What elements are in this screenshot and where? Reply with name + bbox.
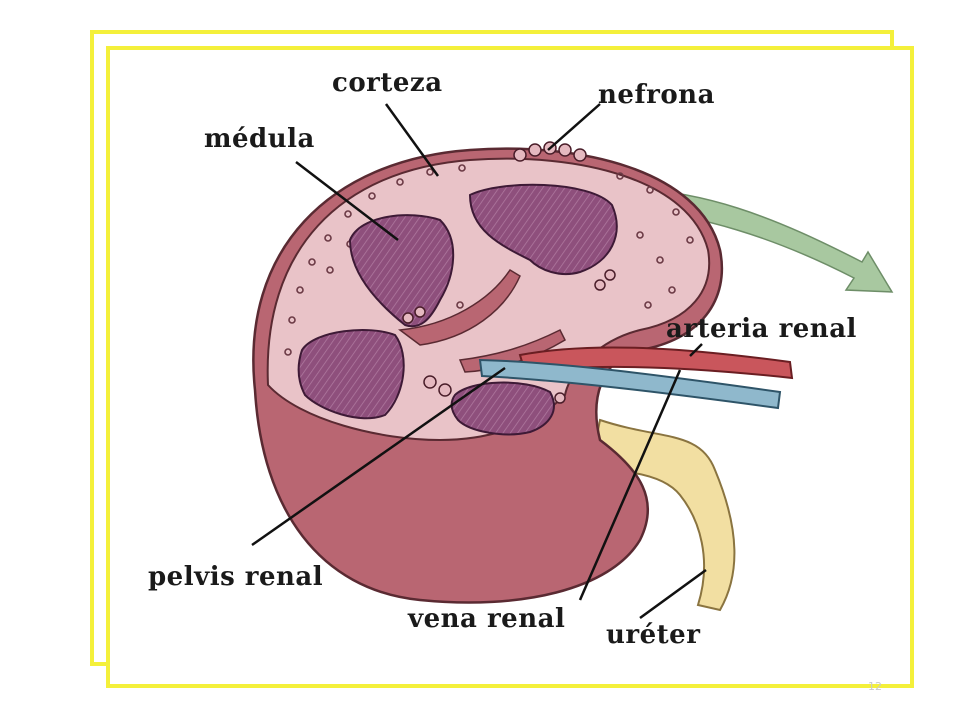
label-nefrona: nefrona [598,80,715,110]
label-ureter: uréter [606,620,701,650]
renal-vein [478,358,782,410]
pyramid-upper-left [348,214,455,328]
label-corteza: corteza [332,68,443,98]
pyramid-lower-left [297,329,405,420]
label-medula: médula [204,124,315,154]
pyramid-upper-right [468,183,618,276]
pyramid-lower-center [450,381,555,436]
label-pelvis-renal: pelvis renal [148,562,324,592]
leader-lines [251,103,707,620]
label-vena-renal: vena renal [408,604,566,634]
page-number: 12 [868,680,882,693]
label-arteria-renal: arteria renal [666,314,857,344]
nephron-tufts [402,141,616,404]
